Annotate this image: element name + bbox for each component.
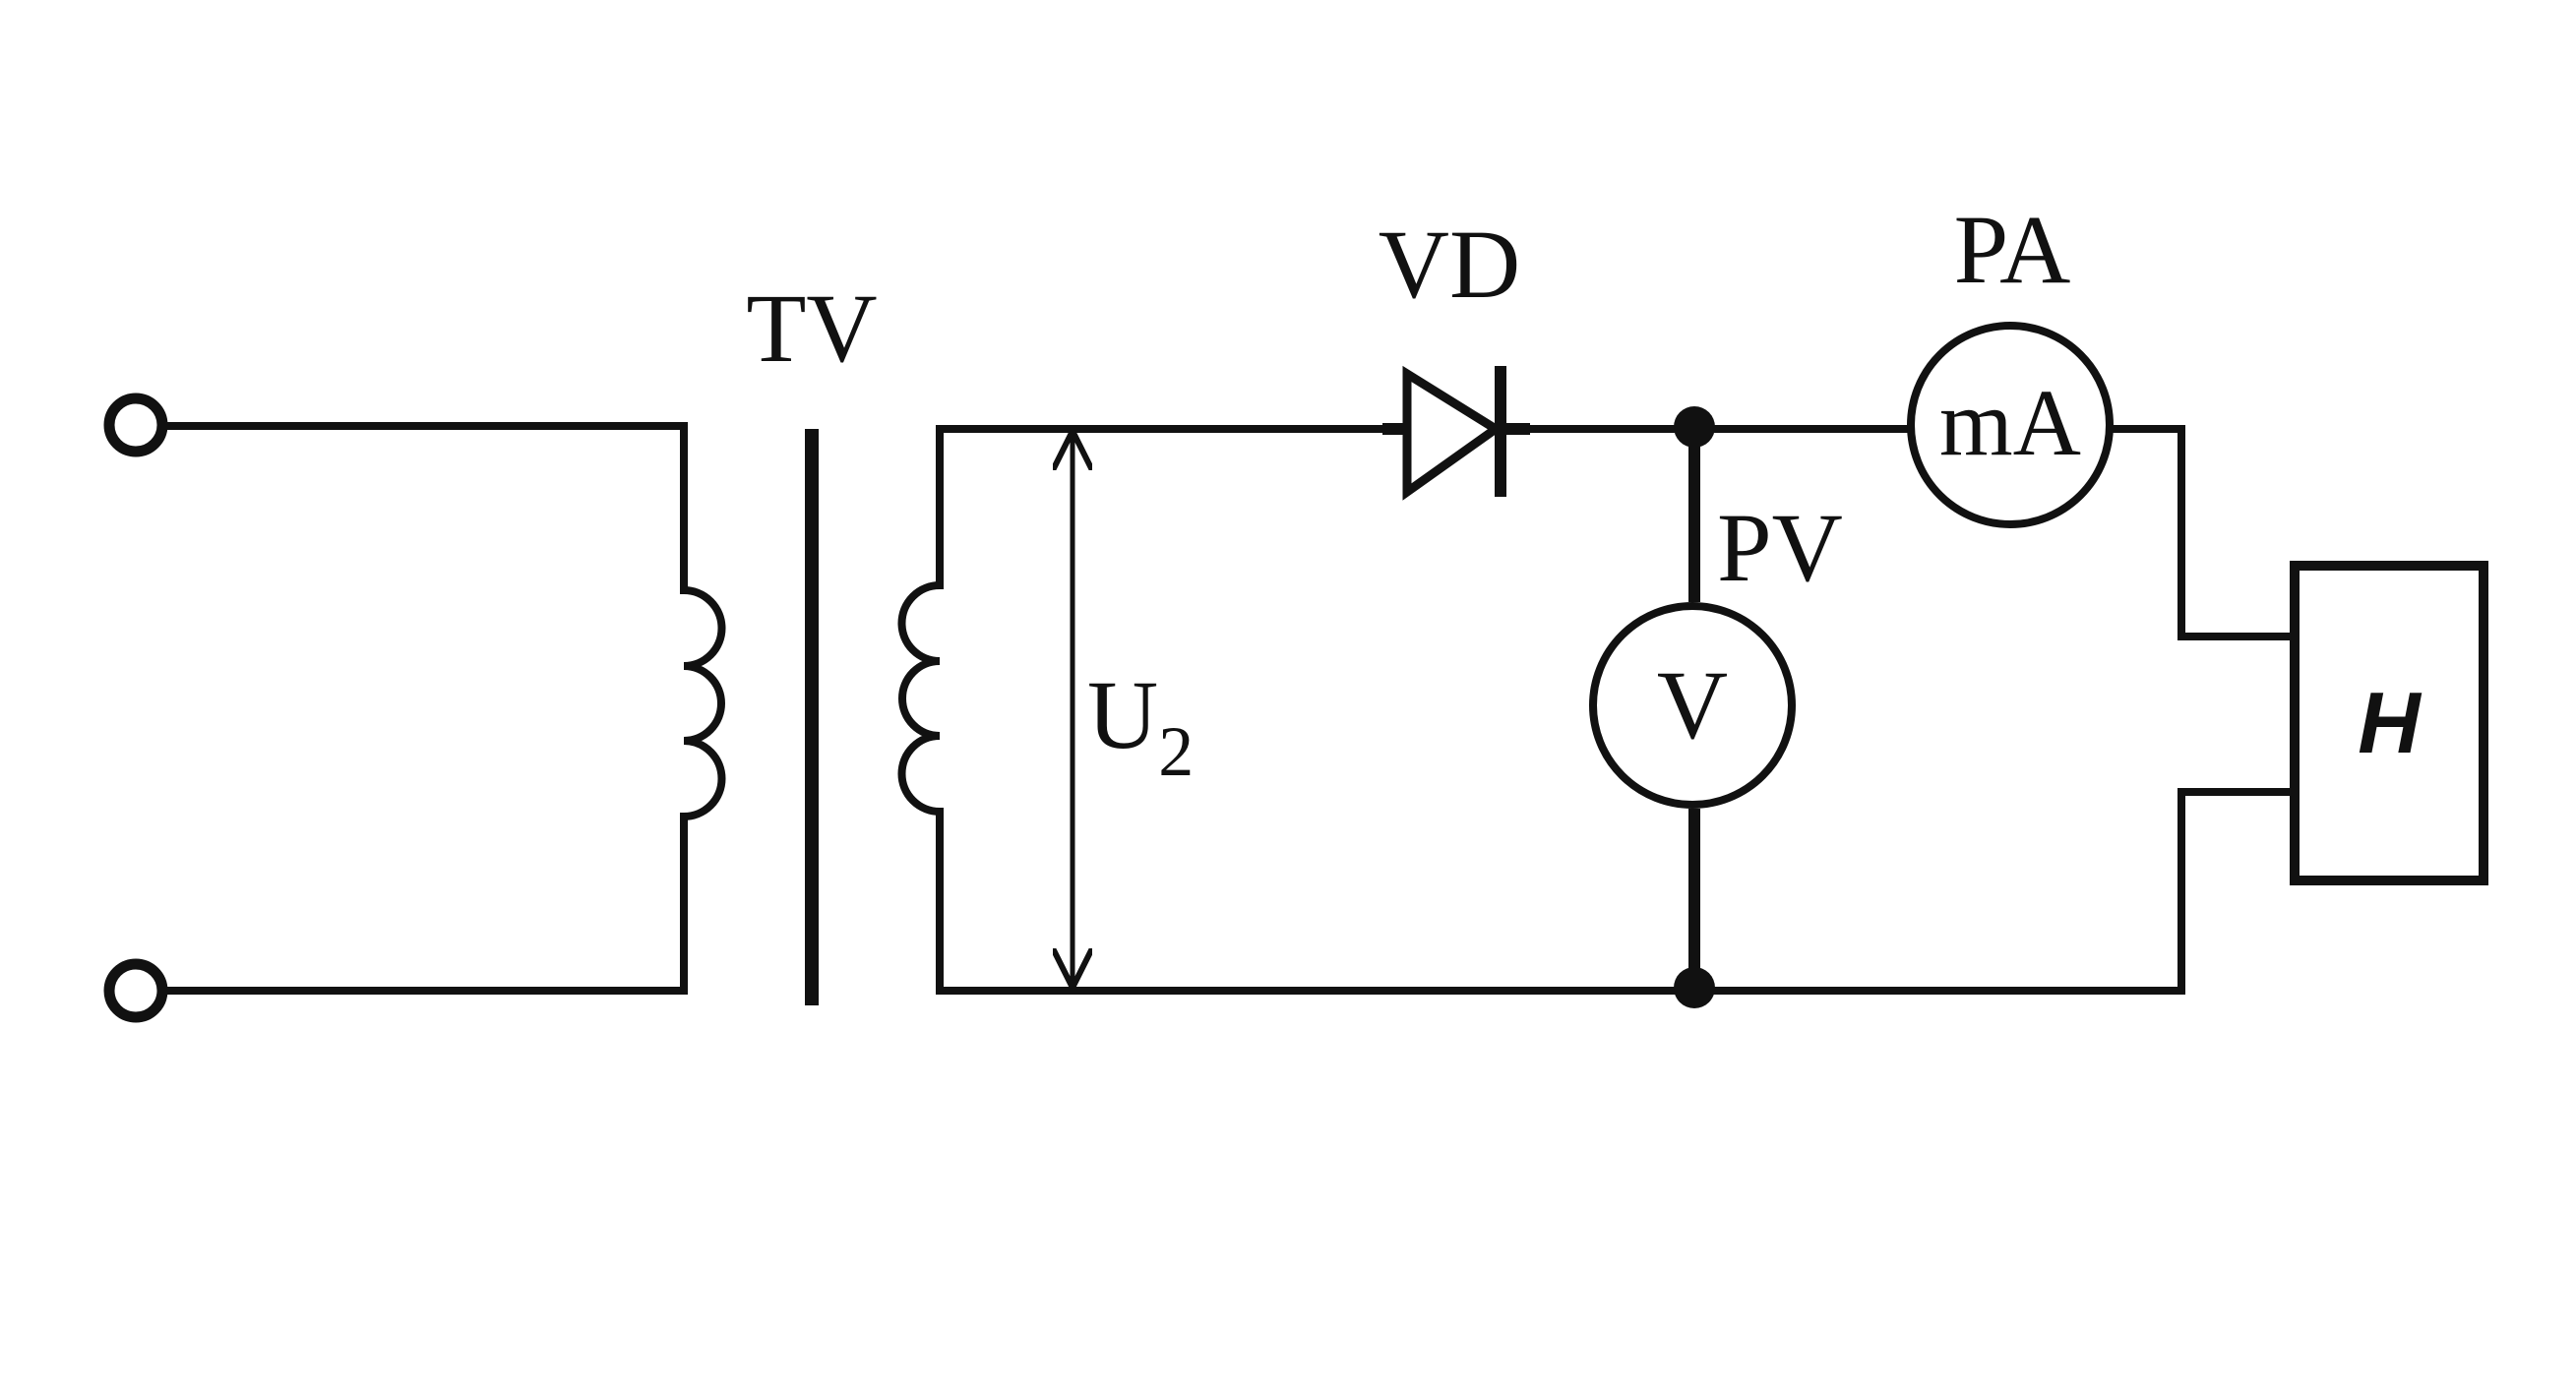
voltage-label: U2 (1087, 660, 1194, 791)
wire-ammeter-to-load (2107, 425, 2299, 640)
primary-winding (679, 585, 726, 821)
voltmeter (1589, 602, 1796, 809)
secondary-wire-top (936, 425, 1396, 589)
wire-bottom-to-load (1690, 788, 2299, 995)
ammeter-label: PA (1954, 195, 2071, 304)
transformer-label: TV (746, 273, 877, 383)
load-box (2290, 561, 2488, 885)
secondary-wire-bottom (936, 808, 1698, 995)
primary-wire-top (159, 422, 688, 594)
voltage-subscript: 2 (1158, 712, 1194, 791)
voltmeter-unit: V (1657, 650, 1728, 759)
primary-wire-bottom (159, 813, 688, 995)
diode-symbol (1382, 365, 1530, 501)
input-terminal-top (103, 393, 168, 457)
secondary-winding (897, 580, 945, 817)
diode-label: VD (1379, 210, 1520, 319)
voltmeter-label: PV (1717, 493, 1843, 602)
voltage-symbol: U (1087, 660, 1158, 769)
ammeter-unit: mA (1939, 370, 2081, 475)
load-label: H (2358, 674, 2423, 771)
input-terminal-bottom (103, 958, 168, 1023)
